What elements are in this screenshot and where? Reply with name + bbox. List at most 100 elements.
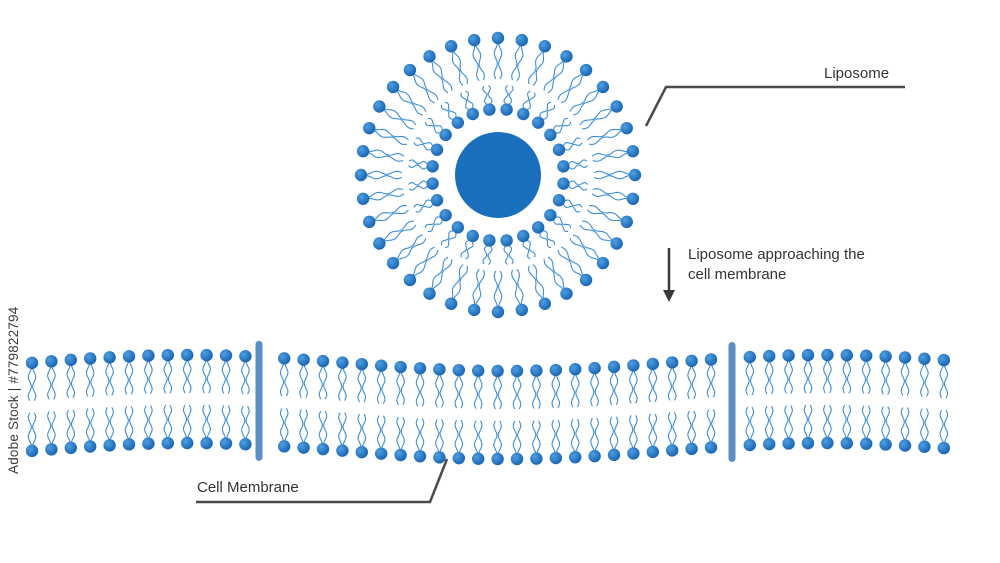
phospholipid xyxy=(408,159,439,173)
phospholipid xyxy=(433,363,446,408)
phospholipid xyxy=(403,63,439,104)
phospholipid xyxy=(801,348,815,394)
phospholipid xyxy=(879,350,892,395)
phospholipid xyxy=(336,356,349,401)
phospholipid xyxy=(394,416,407,462)
phospholipid xyxy=(278,408,291,453)
phospholipid xyxy=(433,419,446,464)
phospholipid xyxy=(103,407,116,452)
phospholipid xyxy=(840,404,853,450)
phospholipid xyxy=(531,101,556,129)
phospholipid xyxy=(452,363,465,409)
phospholipid xyxy=(444,40,468,86)
phospholipid xyxy=(587,205,633,229)
phospholipid xyxy=(763,349,776,395)
phospholipid xyxy=(500,234,514,265)
phospholipid xyxy=(440,221,465,249)
phospholipid xyxy=(200,404,213,450)
phospholipid xyxy=(549,363,562,409)
phospholipid xyxy=(408,177,439,191)
phospholipid xyxy=(579,220,623,250)
phospholipid xyxy=(482,234,496,265)
phospholipid xyxy=(530,420,543,465)
phospholipid xyxy=(510,420,524,466)
phospholipid xyxy=(860,405,873,450)
phospholipid xyxy=(557,159,588,173)
phospholipid xyxy=(821,348,834,394)
phospholipid xyxy=(363,121,409,145)
phospholipid xyxy=(239,405,252,451)
phospholipid xyxy=(918,408,931,453)
phospholipid xyxy=(297,409,310,454)
phospholipid xyxy=(579,100,623,130)
phospholipid xyxy=(646,357,659,403)
phospholipid xyxy=(356,145,405,162)
phospholipid xyxy=(424,208,452,233)
phospholipid xyxy=(607,416,621,462)
phospholipid xyxy=(468,268,485,317)
phospholipid xyxy=(336,412,349,457)
liposome xyxy=(354,31,642,319)
phospholipid xyxy=(544,208,572,233)
phospholipid xyxy=(84,352,97,397)
liposome-leader-line xyxy=(644,85,905,127)
phospholipid xyxy=(363,205,409,229)
phospholipid xyxy=(763,405,776,451)
phospholipid xyxy=(840,349,853,394)
phospholipid xyxy=(472,420,485,465)
phospholipid xyxy=(666,412,679,457)
phospholipid xyxy=(440,101,465,129)
phospholipid xyxy=(627,415,640,460)
phospholipid xyxy=(239,350,252,395)
phospholipid xyxy=(122,406,136,451)
phospholipid xyxy=(569,234,610,270)
phospholipid xyxy=(468,33,485,82)
liposome-approaching-label-line2: cell membrane xyxy=(688,266,787,283)
phospholipid xyxy=(491,364,504,410)
phospholipid xyxy=(45,411,58,456)
phospholipid xyxy=(511,268,528,317)
phospholipid xyxy=(142,405,155,450)
phospholipid xyxy=(460,229,479,260)
phospholipid xyxy=(444,264,468,310)
phospholipid xyxy=(161,348,174,394)
phospholipid xyxy=(423,50,453,94)
phospholipid xyxy=(937,409,950,455)
cell-membrane-label: Cell Membrane xyxy=(197,479,299,496)
liposome-core xyxy=(455,132,541,218)
phospholipid xyxy=(45,355,58,400)
phospholipid xyxy=(531,221,556,249)
phospholipid xyxy=(452,419,465,465)
phospholipid xyxy=(316,410,330,456)
phospholipid xyxy=(403,246,439,287)
phospholipid xyxy=(25,412,39,458)
phospholipid xyxy=(354,168,403,182)
phospholipid xyxy=(356,188,405,205)
phospholipid xyxy=(801,404,815,450)
phospholipid xyxy=(879,406,892,451)
phospholipid xyxy=(821,404,834,450)
phospholipid xyxy=(316,354,330,400)
phospholipid xyxy=(424,117,452,142)
phospholipid xyxy=(569,362,582,408)
phospholipid xyxy=(557,177,588,191)
phospholipid xyxy=(591,188,640,205)
phospholipid xyxy=(413,137,444,156)
phospholipid xyxy=(355,413,368,459)
phospholipid xyxy=(460,90,479,121)
phospholipid xyxy=(666,356,679,401)
phospholipid xyxy=(482,85,496,116)
phospholipid xyxy=(375,359,388,404)
phospholipid xyxy=(394,360,407,406)
phospholipid xyxy=(937,353,950,399)
stock-watermark: Adobe Stock | #779822794 xyxy=(6,306,21,474)
phospholipid xyxy=(200,348,213,394)
phospholipid xyxy=(413,418,427,463)
phospholipid xyxy=(607,360,621,406)
phospholipid xyxy=(782,405,795,450)
phospholipid xyxy=(219,349,233,394)
phospholipid xyxy=(743,406,756,452)
phospholipid xyxy=(375,415,388,460)
phospholipid xyxy=(142,349,155,394)
phospholipid xyxy=(898,351,912,396)
